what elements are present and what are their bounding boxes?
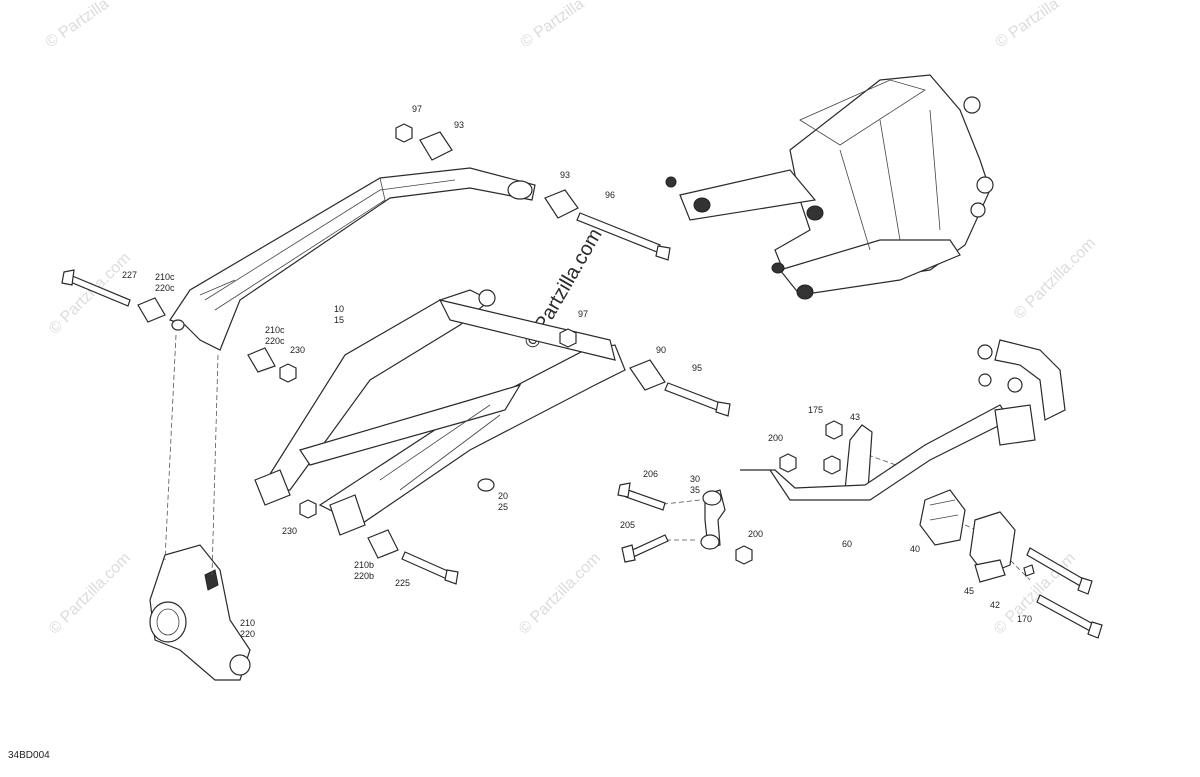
callout-40: 40: [910, 544, 920, 554]
watermark: © Partzilla: [43, 0, 113, 51]
callout-93: 93: [560, 170, 570, 180]
callout-15: 15: [334, 315, 344, 325]
callout-35: 35: [690, 485, 700, 495]
callout-93: 93: [454, 120, 464, 130]
watermark: © Partzilla.com: [46, 250, 134, 338]
watermark: © Partzilla.com: [1011, 235, 1099, 323]
bushing-93: [419, 131, 453, 161]
nut-200b: [735, 545, 753, 565]
diagram-code: 34BD004: [8, 750, 50, 761]
nut-97b: [559, 328, 577, 348]
sway-bar-60: [740, 404, 1011, 501]
callout-220c: 220c: [265, 336, 285, 346]
callout-43: 43: [850, 412, 860, 422]
nut-175: [825, 420, 843, 440]
callout-210c: 210c: [265, 325, 285, 335]
bolt-95: [664, 382, 721, 411]
callout-205: 205: [620, 520, 635, 530]
bushing-210b: [367, 529, 399, 559]
callout-220c: 220c: [155, 283, 175, 293]
watermark: © Partzilla: [993, 0, 1063, 51]
watermark: © Partzilla: [518, 0, 588, 51]
upper-arm: [169, 167, 536, 351]
bushing-210c-b: [247, 347, 276, 373]
hardware: [61, 123, 1103, 639]
callout-20: 20: [498, 491, 508, 501]
callouts: 97 93 93 96 227 210c 220c 10 15 210c 220…: [122, 104, 1032, 639]
callout-25: 25: [498, 502, 508, 512]
bolt-170b: [1036, 594, 1096, 633]
callout-95: 95: [692, 363, 702, 373]
callout-210b: 210b: [354, 560, 374, 570]
callout-230: 230: [290, 345, 305, 355]
nut-97: [395, 123, 413, 143]
callout-225: 225: [395, 578, 410, 588]
nut-230b: [299, 499, 317, 519]
callout-96: 96: [605, 190, 615, 200]
callout-230: 230: [282, 526, 297, 536]
callout-90: 90: [656, 345, 666, 355]
callout-60: 60: [842, 539, 852, 549]
callout-170: 170: [1017, 614, 1032, 624]
bushing-210c: [137, 297, 166, 323]
watermark: © Partzilla.com: [46, 550, 134, 638]
nut-200a: [779, 453, 797, 473]
frame-assembly: [665, 74, 994, 300]
nut-200c: [823, 455, 841, 475]
fitting-42: [1023, 564, 1035, 577]
bushing-90: [629, 359, 666, 391]
watermark: © Partzilla.com: [516, 550, 604, 638]
callout-220: 220: [240, 629, 255, 639]
callout-97: 97: [578, 309, 588, 319]
callout-30: 30: [690, 474, 700, 484]
callout-210: 210: [240, 618, 255, 628]
callout-206: 206: [643, 469, 658, 479]
bolt-225: [401, 551, 451, 580]
clamp-45: [969, 511, 1016, 576]
callout-210c: 210c: [155, 272, 175, 282]
callout-200: 200: [748, 529, 763, 539]
callout-200: 200: [768, 433, 783, 443]
callout-175: 175: [808, 405, 823, 415]
callout-45: 45: [964, 586, 974, 596]
nut-230a: [279, 363, 297, 383]
callout-220b: 220b: [354, 571, 374, 581]
lower-a-arm: [254, 289, 626, 536]
bushing-93b: [544, 189, 579, 219]
callout-10: 10: [334, 304, 344, 314]
knuckle: [149, 544, 251, 681]
callout-42: 42: [990, 600, 1000, 610]
callout-227: 227: [122, 270, 137, 280]
callout-97: 97: [412, 104, 422, 114]
bolt-206: [625, 489, 666, 511]
